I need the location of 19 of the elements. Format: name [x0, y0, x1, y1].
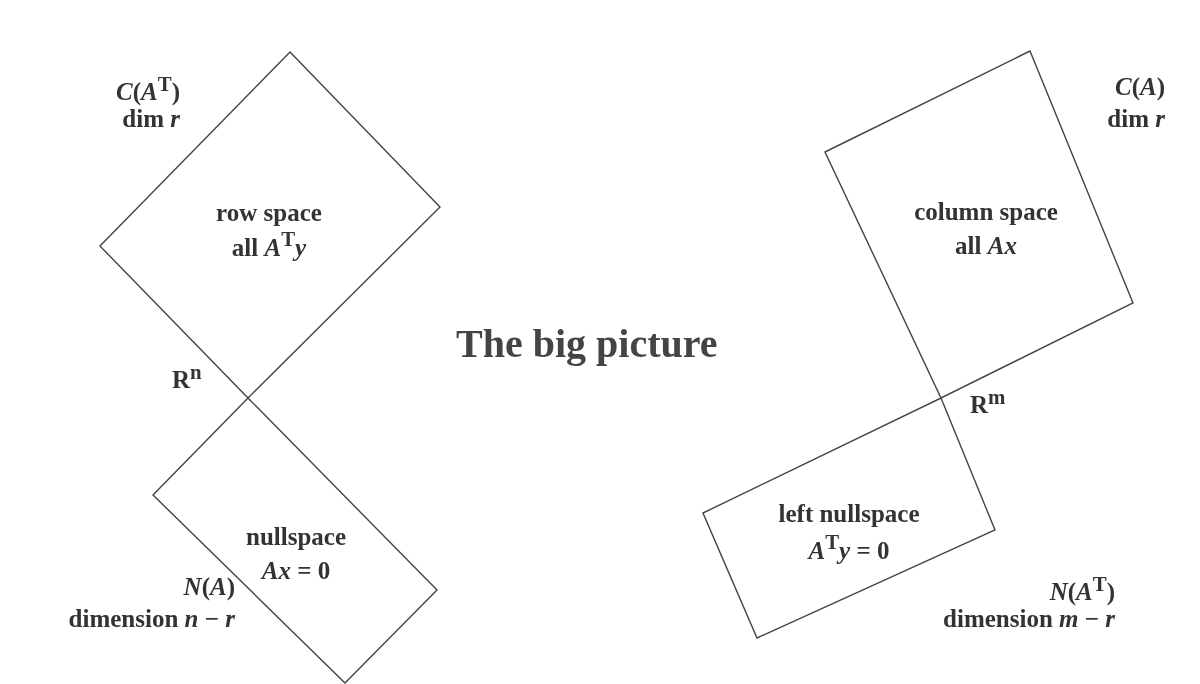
space-name: column space [914, 197, 1058, 227]
subspace-symbol: C(A$^{T}$) [116, 72, 180, 108]
space-formula: all Ax [955, 231, 1017, 261]
subspace-symbol: N(A$^{T}$) [1049, 572, 1115, 608]
space-formula: Ax = 0 [261, 556, 331, 586]
dimension-label: dimension m − r [943, 605, 1115, 634]
title: The big picture [456, 320, 718, 367]
space-label: R$^{n}$ [172, 360, 202, 395]
subspace-symbol: C(A) [1114, 72, 1165, 102]
space-label: R$^{m}$ [970, 385, 1006, 420]
dimension-label: dim r [122, 105, 180, 134]
space-name: left nullspace [778, 499, 920, 529]
space-formula: all A$^{T}$y [231, 227, 307, 263]
dimension-label: dimension n − r [68, 604, 235, 634]
space-name: nullspace [246, 522, 346, 552]
dimension-label: dim r [1107, 104, 1165, 134]
space-formula: A$^{T}$y = 0 [808, 530, 890, 566]
space-name: row space [216, 198, 322, 228]
subspace-symbol: N(A) [183, 572, 235, 602]
